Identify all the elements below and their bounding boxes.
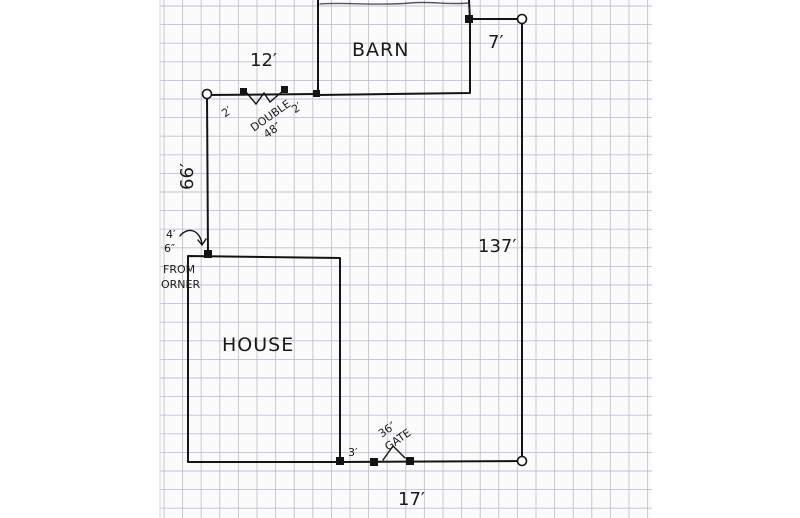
post-top-right bbox=[516, 13, 528, 25]
post-house-corner bbox=[204, 250, 212, 258]
barn-label: BARN bbox=[352, 39, 409, 61]
post-gate-right bbox=[406, 457, 414, 465]
from-label: FROM bbox=[163, 263, 195, 276]
post-double-gate-right bbox=[281, 86, 288, 93]
house-label: HOUSE bbox=[222, 334, 294, 356]
post-barn-corner bbox=[313, 90, 320, 97]
dimension-17ft: 17′ bbox=[398, 489, 425, 510]
corner-label: ORNER bbox=[161, 278, 200, 291]
fence-posts bbox=[201, 13, 528, 467]
barn-outline bbox=[317, 0, 471, 96]
dimension-3ft: 3′ bbox=[348, 446, 358, 459]
dimension-66ft: 66′ bbox=[177, 163, 198, 190]
dimension-6in: 6″ bbox=[164, 242, 175, 255]
dimension-12ft: 12′ bbox=[250, 50, 277, 71]
dimension-7ft: 7′ bbox=[488, 32, 504, 53]
post-barn-top bbox=[465, 15, 473, 23]
gate-36-symbol bbox=[382, 444, 406, 461]
dimension-4ft: 4′ bbox=[166, 228, 176, 241]
post-bottom-right bbox=[516, 455, 528, 467]
corner-arrow bbox=[179, 229, 207, 247]
dimension-137ft: 137′ bbox=[478, 236, 516, 257]
post-house-bottom bbox=[336, 457, 344, 465]
graph-paper-grid bbox=[160, 0, 652, 518]
post-top-left bbox=[201, 88, 213, 100]
post-double-gate-left bbox=[240, 88, 247, 95]
double-gate-symbol bbox=[245, 89, 285, 106]
post-gate-left bbox=[370, 458, 378, 466]
